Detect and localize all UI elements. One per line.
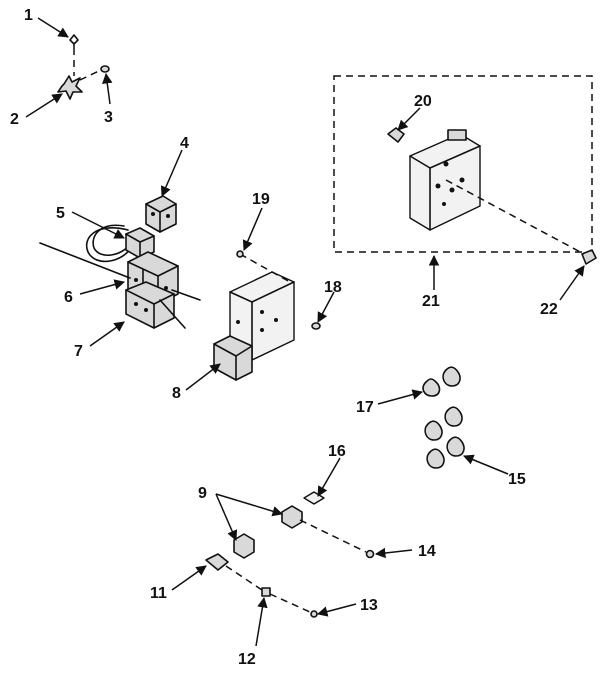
callout-4: 4 bbox=[180, 135, 189, 152]
callout-8: 8 bbox=[172, 385, 181, 402]
part-13-screw bbox=[310, 610, 318, 618]
part-16-clip bbox=[303, 491, 325, 505]
part-1-screw bbox=[69, 34, 79, 48]
callout-7: 7 bbox=[74, 343, 83, 360]
part-3-washer bbox=[100, 65, 110, 73]
part-22-knob-insert bbox=[581, 249, 597, 265]
part-19-screw bbox=[236, 250, 244, 258]
part-17-knobs bbox=[422, 366, 461, 397]
callout-20: 20 bbox=[414, 93, 432, 110]
part-12-spacer bbox=[261, 587, 271, 597]
callout-3: 3 bbox=[104, 109, 113, 126]
dashline-11-13 bbox=[225, 565, 311, 613]
part-18-screw bbox=[311, 322, 321, 330]
callout-12: 12 bbox=[238, 651, 256, 668]
part-9-components bbox=[233, 505, 303, 559]
callout-15: 15 bbox=[508, 471, 526, 488]
dashline-21-22 bbox=[445, 179, 585, 255]
callout-1: 1 bbox=[24, 7, 33, 24]
callout-16: 16 bbox=[328, 443, 346, 460]
leader-lines bbox=[25, 17, 585, 647]
part-4-switch-top bbox=[145, 195, 177, 233]
callout-13: 13 bbox=[360, 597, 378, 614]
dashline-1-2-3 bbox=[73, 48, 102, 81]
callout-21: 21 bbox=[422, 293, 440, 310]
callout-5: 5 bbox=[56, 205, 65, 222]
callout-labels: 1 2 3 4 5 6 7 8 9 11 12 13 14 15 16 17 1… bbox=[10, 7, 558, 668]
part-7-switch-block bbox=[125, 281, 201, 329]
part-20-clip bbox=[387, 127, 405, 143]
callout-6: 6 bbox=[64, 289, 73, 306]
part-11-holder bbox=[205, 553, 229, 571]
dashline-9-14 bbox=[299, 519, 367, 553]
part-2-star-nut bbox=[57, 75, 83, 100]
part-8-bracket bbox=[213, 253, 295, 381]
part-21-panel-assembly bbox=[333, 75, 593, 253]
callout-14: 14 bbox=[418, 543, 436, 560]
callout-19: 19 bbox=[252, 191, 270, 208]
callout-9: 9 bbox=[198, 485, 207, 502]
callout-17: 17 bbox=[356, 399, 374, 416]
part-15-knobs bbox=[424, 406, 465, 469]
callout-11: 11 bbox=[150, 585, 167, 602]
part-14-screw bbox=[365, 549, 375, 559]
callout-2: 2 bbox=[10, 111, 19, 128]
callout-22: 22 bbox=[540, 301, 558, 318]
callout-18: 18 bbox=[324, 279, 342, 296]
